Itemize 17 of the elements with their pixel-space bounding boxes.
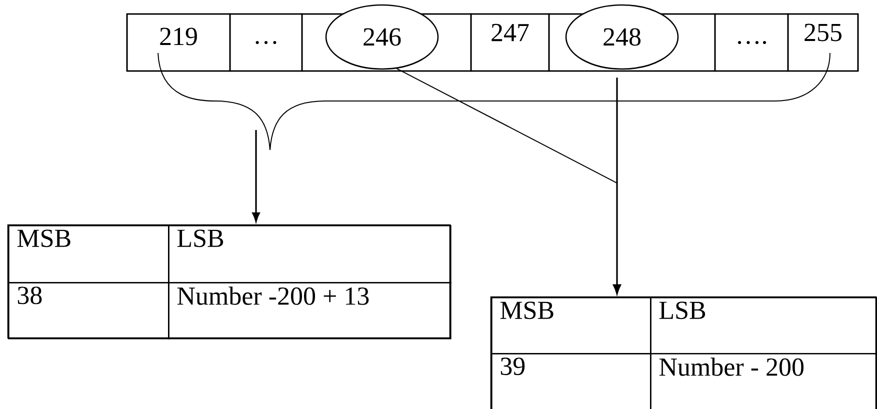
array-cell: ….: [714, 13, 789, 72]
arrow: [613, 78, 621, 294]
table-cell: 39: [491, 353, 652, 409]
table-cell: Number -200 + 13: [168, 282, 452, 340]
table-cell: LSB: [168, 225, 452, 284]
array-cell: 219: [126, 13, 231, 72]
table-box: [490, 296, 877, 409]
array-cell: 247: [470, 13, 550, 72]
table-cell: 38: [8, 282, 170, 340]
table-box: [7, 224, 451, 339]
arrow: [252, 130, 260, 222]
array-cell: …: [229, 13, 303, 72]
table-cell: Number - 200: [650, 353, 877, 409]
table-cell: LSB: [650, 297, 877, 354]
table-cell: MSB: [491, 297, 652, 354]
table-cell: MSB: [8, 225, 170, 284]
array-cell: 255: [787, 13, 859, 72]
